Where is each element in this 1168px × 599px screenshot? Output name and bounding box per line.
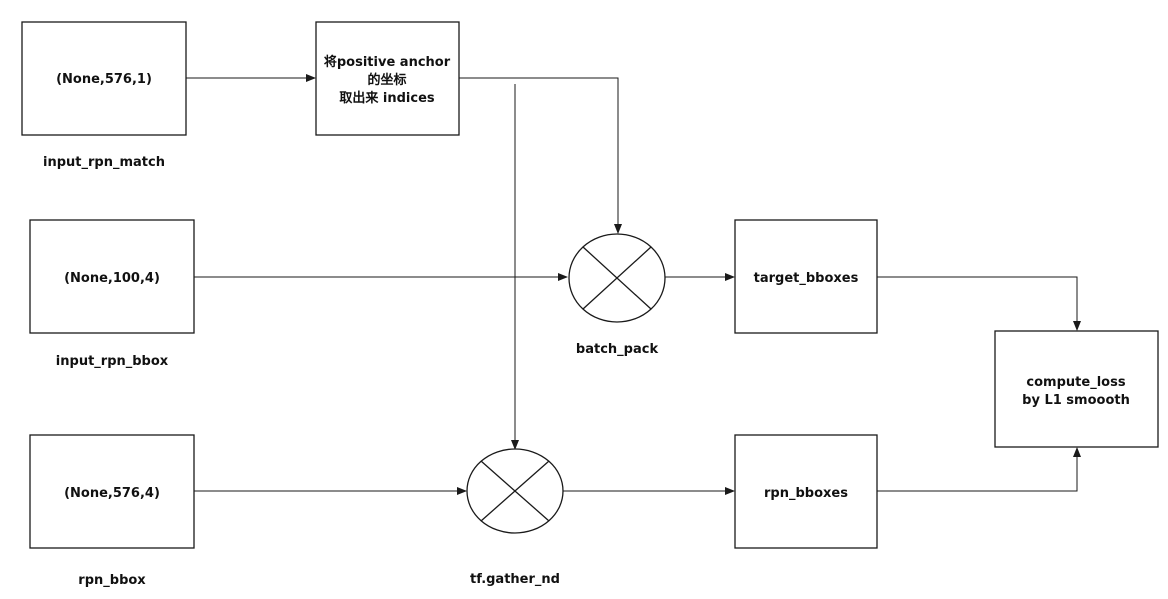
node-input-rpn-bbox: (None,100,4) input_rpn_bbox [29, 219, 195, 369]
caption-input-rpn-match: input_rpn_match [43, 155, 165, 170]
node-box-rpn-bboxes [734, 434, 878, 549]
edge-rpn-bboxes-to-compute-loss [877, 447, 1081, 492]
node-box-input-rpn-match [21, 21, 187, 136]
op-batch-pack: batch_pack [568, 233, 666, 357]
node-box-positive-indices [315, 21, 460, 136]
node-label-input-rpn-match-shape: (None,576,1) [56, 72, 152, 87]
node-rpn-bbox: (None,576,4) rpn_bbox [29, 434, 195, 588]
node-box-compute-loss [994, 330, 1159, 448]
node-input-rpn-match: (None,576,1) input_rpn_match [21, 21, 187, 170]
node-label-target-bboxes: target_bboxes [754, 271, 859, 286]
node-rpn-bboxes: rpn_bboxes [734, 434, 878, 549]
node-label-compute-loss-line-2: by L1 smoooth [1022, 393, 1130, 408]
caption-input-rpn-bbox: input_rpn_bbox [56, 354, 169, 369]
node-positive-indices: 将positive anchor 的坐标 取出来 indices [315, 21, 460, 136]
caption-batch-pack: batch_pack [576, 342, 659, 357]
edge-positive-indices-to-batch-pack [459, 77, 622, 234]
node-label-compute-loss-line-1: compute_loss [1026, 375, 1125, 390]
node-label-rpn-bboxes: rpn_bboxes [764, 486, 848, 501]
node-target-bboxes: target_bboxes [734, 219, 878, 334]
op-cross-batch-pack-b [582, 246, 652, 310]
node-compute-loss: compute_loss by L1 smoooth [994, 330, 1159, 448]
node-label-positive-indices-line-1: 将positive anchor [324, 54, 451, 70]
caption-gather-nd: tf.gather_nd [470, 572, 560, 587]
edges [186, 74, 1081, 495]
edge-target-bboxes-to-compute-loss [877, 276, 1081, 331]
node-label-input-rpn-bbox-shape: (None,100,4) [64, 271, 160, 286]
node-label-positive-indices-line-2: 的坐标 [367, 72, 406, 88]
op-gather-nd: tf.gather_nd [466, 448, 564, 587]
op-cross-gather-nd-b [480, 460, 550, 522]
node-label-rpn-bbox-shape: (None,576,4) [64, 486, 160, 501]
node-box-rpn-bbox [29, 434, 195, 549]
node-box-target-bboxes [734, 219, 878, 334]
caption-rpn-bbox: rpn_bbox [78, 573, 146, 588]
node-label-positive-indices-line-3: 取出来 indices [339, 90, 435, 106]
node-box-input-rpn-bbox [29, 219, 195, 334]
